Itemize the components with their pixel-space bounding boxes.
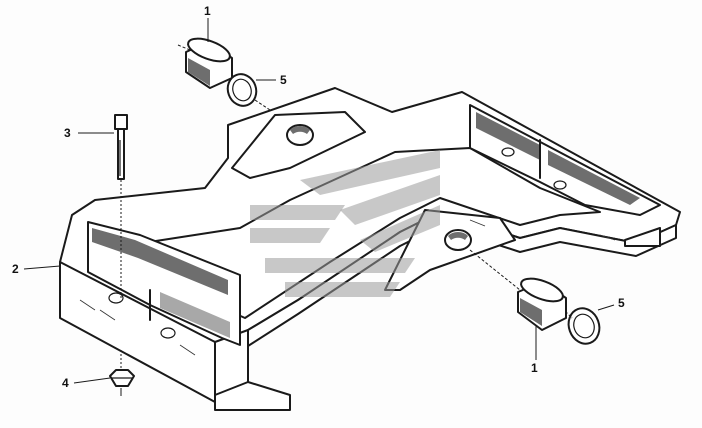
washer-bottom (565, 307, 601, 345)
left-bolt-hole (108, 292, 124, 304)
bolt (114, 114, 128, 300)
callout-5-top: 5 (280, 73, 287, 87)
left-pocket-shade (92, 228, 228, 295)
bottom-lug-hole-shade (448, 231, 468, 240)
callout-2: 2 (12, 262, 19, 276)
washer-top (226, 73, 271, 111)
bolt-shank (117, 128, 125, 180)
bushing-bottom-shade (520, 298, 542, 326)
bushing-top-end (187, 37, 231, 63)
callout-3: 3 (64, 126, 71, 140)
bolt-head (114, 114, 128, 130)
washer-bottom-outer (567, 307, 601, 345)
callout-leaders (23, 18, 615, 384)
frame-foot-left (214, 381, 291, 411)
washer-bottom-inner (573, 313, 595, 339)
callout-1-bottom: 1 (531, 361, 538, 375)
nut (109, 350, 135, 396)
callout-1-top: 1 (204, 4, 211, 18)
right-pocket-shade-2 (548, 150, 640, 205)
bottom-lug-hole (444, 229, 472, 251)
right-bolt-hole-2 (553, 180, 567, 190)
top-lug-hole (286, 124, 314, 146)
leader-2 (23, 265, 61, 270)
callout-4: 4 (62, 376, 69, 390)
rail-hatching (79, 219, 616, 356)
bushing-bottom (469, 249, 567, 331)
frame-foot-right (624, 227, 661, 247)
left-bolt-hole-2 (160, 327, 176, 339)
left-pocket-shade-lower (160, 292, 230, 338)
callout-5-bottom: 5 (618, 296, 625, 310)
washer-top-inner (232, 78, 252, 102)
right-pocket-shade (476, 112, 540, 160)
watermark-logo (250, 150, 440, 297)
top-lug-hole-shade (290, 125, 310, 134)
bushing-bottom-end (520, 277, 564, 303)
bushing-top-shade (188, 58, 210, 86)
frame-body (59, 87, 681, 411)
right-bolt-hole (501, 147, 515, 157)
bushing-top (177, 37, 233, 89)
leader-5-bottom (597, 304, 615, 311)
leader-4 (73, 377, 111, 384)
